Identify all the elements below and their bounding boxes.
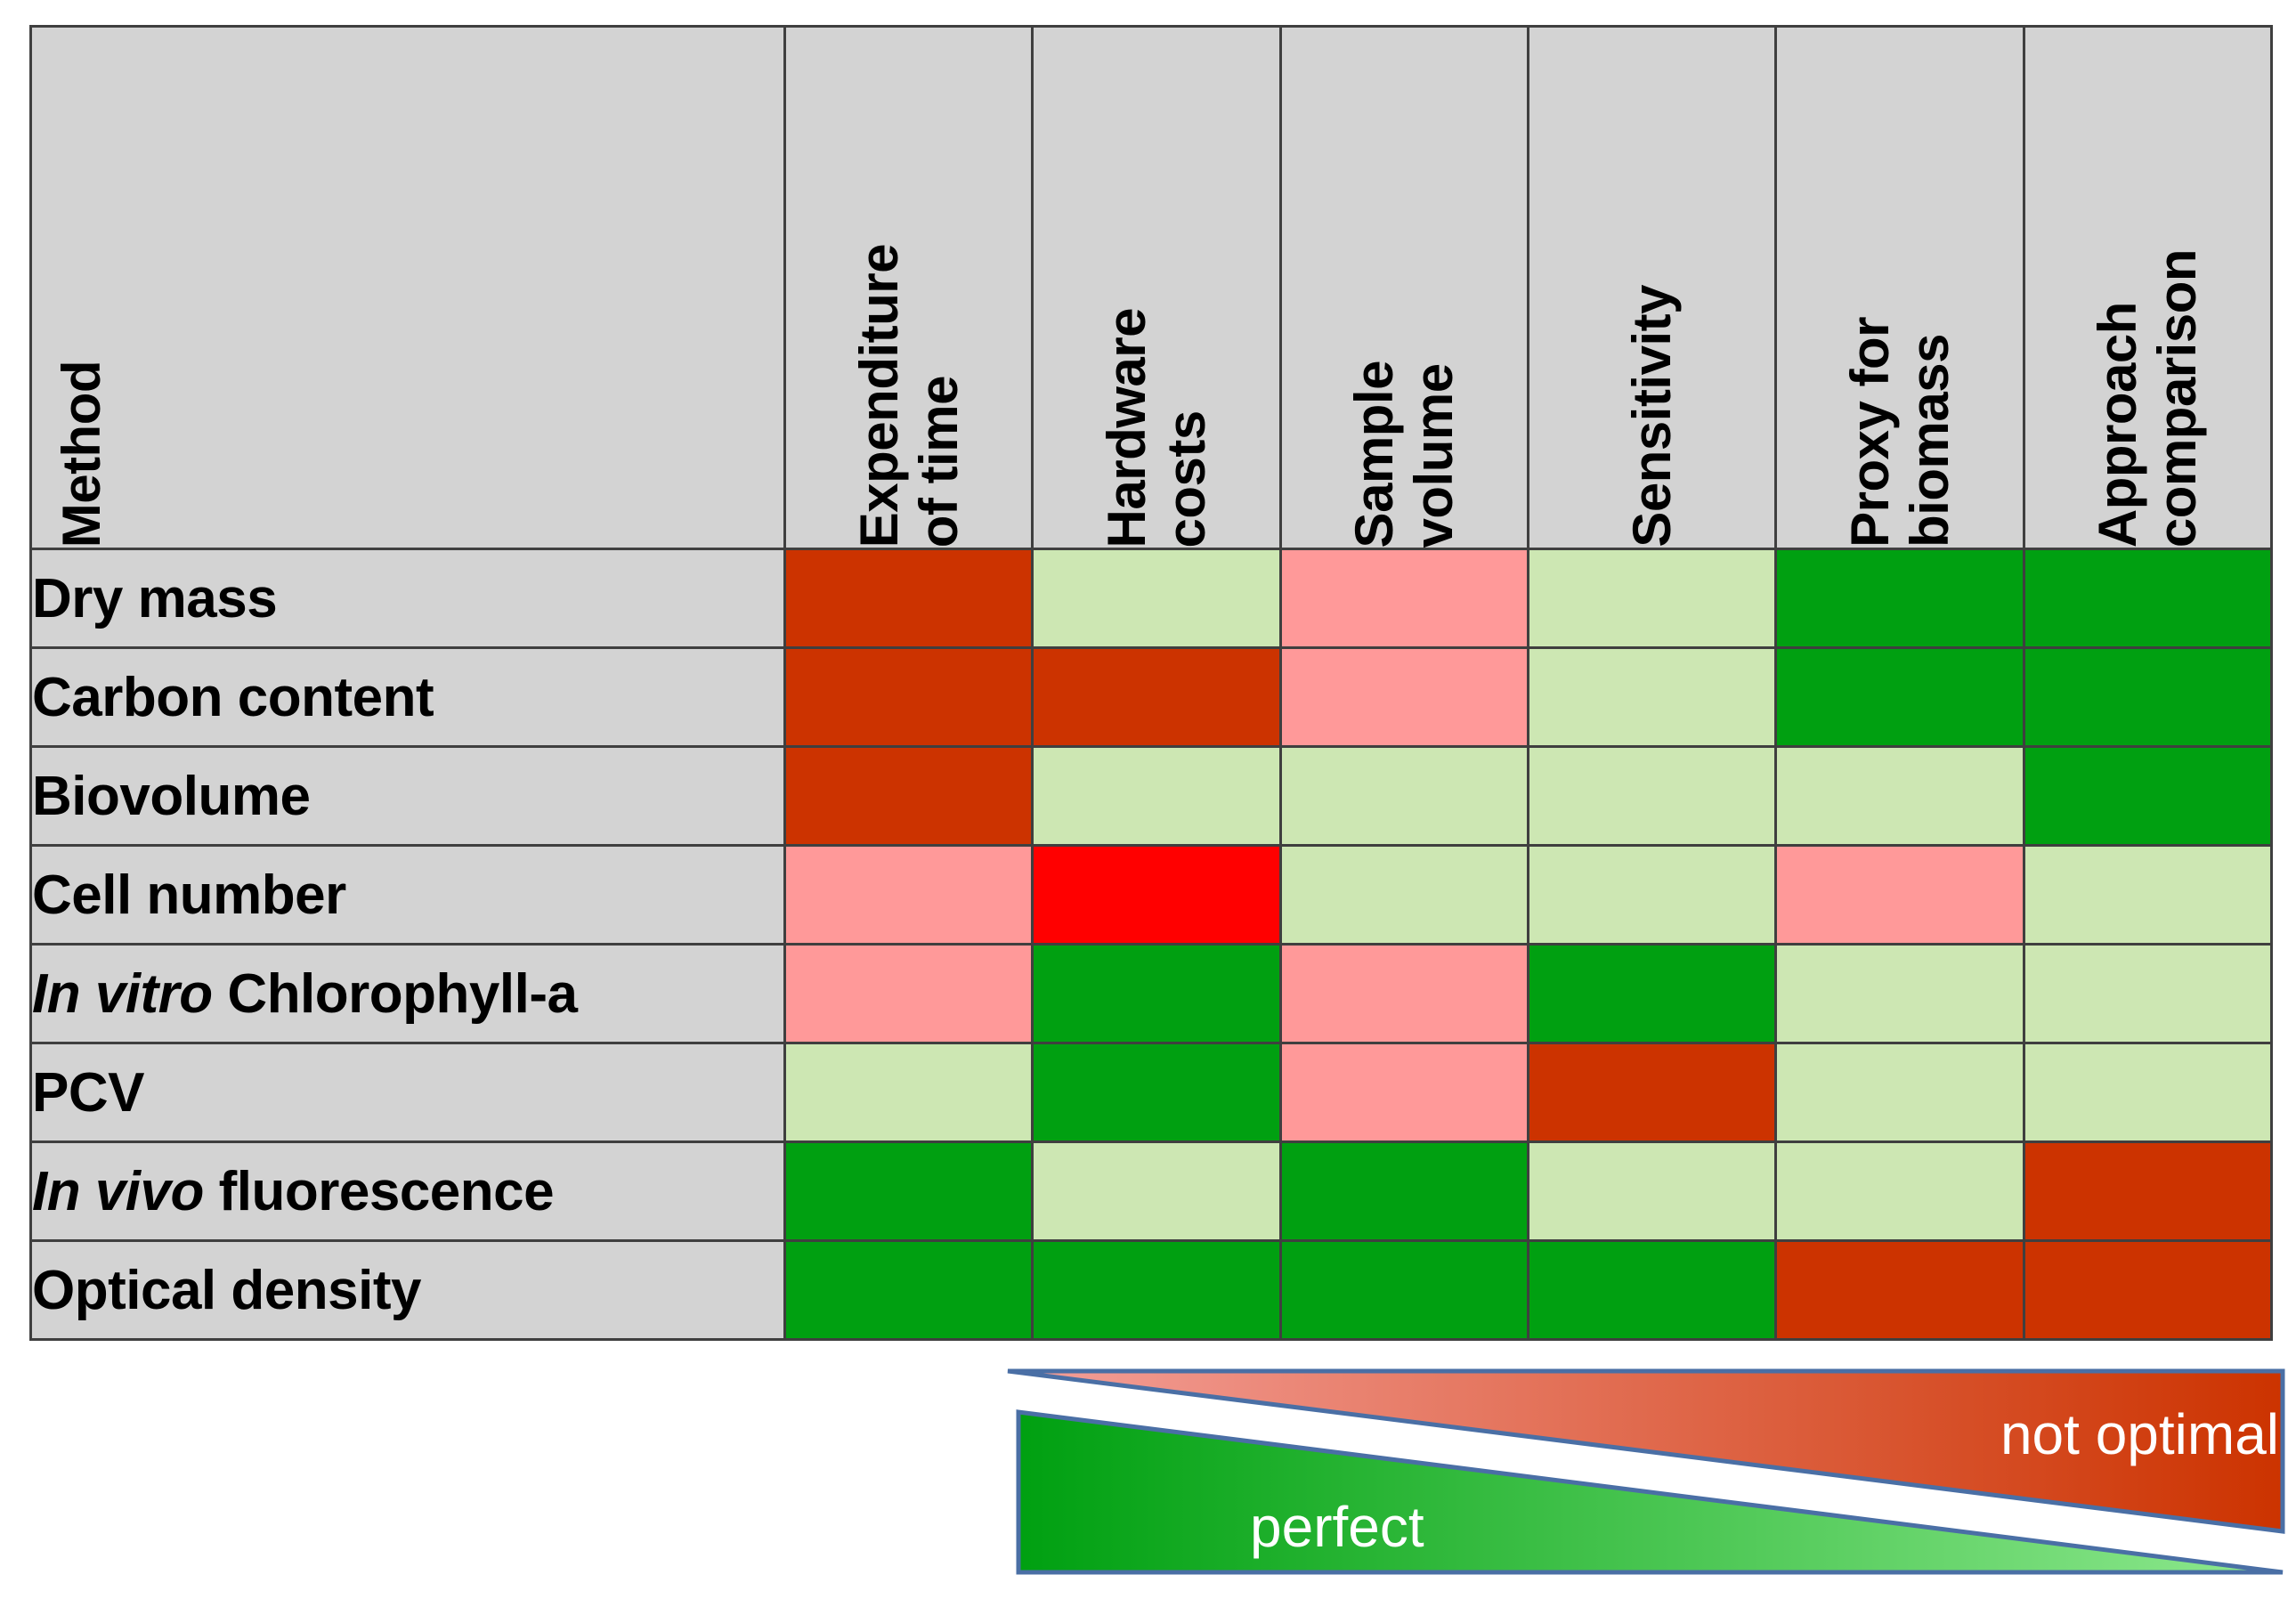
proxy-for-biomass-rotator: Proxy for biomass	[1777, 28, 2022, 548]
rating-cell-biovolume-expenditure-of-time	[783, 745, 1034, 847]
rating-cell-biovolume-hardware-costs	[1031, 745, 1282, 847]
rating-cell-cell-number-expenditure-of-time	[783, 844, 1034, 946]
rating-legend: not optimal perfect	[1004, 1360, 2286, 1583]
rating-cell-in-vitro-chlorophyll-a-sample-volume	[1278, 943, 1530, 1044]
method-comparison-table: Method Expenditure of time Hardware cost…	[28, 25, 2274, 1341]
rating-cell-pcv-expenditure-of-time	[783, 1042, 1034, 1143]
sample-volume-rotator: Sample volume	[1282, 28, 1527, 548]
column-header-approach-comparison-label: Approach comparison	[2088, 248, 2208, 548]
rating-cell-biovolume-proxy-for-biomass	[1774, 745, 2025, 847]
rating-cell-carbon-content-sample-volume	[1278, 646, 1530, 748]
row-label-italic-part: In vivo	[32, 1160, 204, 1222]
rating-cell-pcv-sample-volume	[1278, 1042, 1530, 1143]
hardware-costs-rotator: Hardware costs	[1034, 28, 1278, 548]
row-label-pcv: PCV	[28, 1042, 787, 1143]
rating-cell-in-vivo-fluorescence-expenditure-of-time	[783, 1140, 1034, 1242]
rating-cell-cell-number-approach-comparison	[2022, 844, 2274, 946]
table-row: Carbon content	[28, 646, 2274, 748]
row-label-cell-number: Cell number	[28, 844, 787, 946]
column-header-hardware-costs-label: Hardware costs	[1096, 307, 1217, 548]
column-header-sample-volume: Sample volume	[1278, 25, 1530, 550]
rating-cell-dry-mass-sample-volume	[1278, 548, 1530, 649]
rating-cell-dry-mass-expenditure-of-time	[783, 548, 1034, 649]
row-label-optical-density: Optical density	[28, 1239, 787, 1341]
column-header-sample-volume-label: Sample volume	[1344, 360, 1464, 548]
rating-cell-optical-density-expenditure-of-time	[783, 1239, 1034, 1341]
rating-cell-cell-number-proxy-for-biomass	[1774, 844, 2025, 946]
rating-cell-dry-mass-sensitivity	[1527, 548, 1778, 649]
rating-cell-carbon-content-expenditure-of-time	[783, 646, 1034, 748]
rating-cell-dry-mass-approach-comparison	[2022, 548, 2274, 649]
rating-cell-carbon-content-hardware-costs	[1031, 646, 1282, 748]
column-header-approach-comparison: Approach comparison	[2022, 25, 2274, 550]
column-header-proxy-for-biomass: Proxy for biomass	[1774, 25, 2025, 550]
rating-cell-optical-density-sensitivity	[1527, 1239, 1778, 1341]
rating-cell-carbon-content-approach-comparison	[2022, 646, 2274, 748]
rating-cell-pcv-sensitivity	[1527, 1042, 1778, 1143]
column-header-method-label: Method	[52, 360, 111, 548]
column-header-hardware-costs: Hardware costs	[1031, 25, 1282, 550]
rating-cell-optical-density-proxy-for-biomass	[1774, 1239, 2025, 1341]
legend-perfect-label: perfect	[1250, 1495, 1424, 1559]
method-header-rotator: Method	[32, 28, 783, 548]
rating-cell-in-vitro-chlorophyll-a-sensitivity	[1527, 943, 1778, 1044]
rating-cell-cell-number-hardware-costs	[1031, 844, 1282, 946]
column-header-expenditure-of-time: Expenditure of time	[783, 25, 1034, 550]
column-header-sensitivity-label: Sensitivity	[1622, 285, 1683, 548]
rating-cell-in-vivo-fluorescence-hardware-costs	[1031, 1140, 1282, 1242]
table-row: Optical density	[28, 1239, 2274, 1341]
legend-gradient-triangles	[1007, 1368, 2285, 1575]
rating-cell-in-vitro-chlorophyll-a-hardware-costs	[1031, 943, 1282, 1044]
row-label-in-vitro-chlorophyll-a: In vitro Chlorophyll-a	[28, 943, 787, 1044]
column-header-expenditure-of-time-label: Expenditure of time	[848, 243, 969, 548]
column-header-sensitivity: Sensitivity	[1527, 25, 1778, 550]
column-header-proxy-for-biomass-label: Proxy for biomass	[1839, 317, 1959, 548]
row-label-in-vivo-fluorescence: In vivo fluorescence	[28, 1140, 787, 1242]
table-row: Dry mass	[28, 548, 2274, 649]
legend-not-optimal-label: not optimal	[2000, 1402, 2279, 1466]
rating-cell-pcv-approach-comparison	[2022, 1042, 2274, 1143]
rating-cell-carbon-content-proxy-for-biomass	[1774, 646, 2025, 748]
rating-cell-biovolume-sample-volume	[1278, 745, 1530, 847]
legend-perfect-triangle	[1016, 1409, 2284, 1575]
rating-cell-in-vivo-fluorescence-sample-volume	[1278, 1140, 1530, 1242]
rating-cell-in-vivo-fluorescence-approach-comparison	[2022, 1140, 2274, 1242]
header-row: Method Expenditure of time Hardware cost…	[28, 25, 2274, 550]
table-row: In vitro Chlorophyll-a	[28, 943, 2274, 1044]
row-label-carbon-content: Carbon content	[28, 646, 787, 748]
rating-cell-in-vivo-fluorescence-proxy-for-biomass	[1774, 1140, 2025, 1242]
row-label-italic-part: In vitro	[32, 962, 213, 1025]
rating-cell-pcv-proxy-for-biomass	[1774, 1042, 2025, 1143]
legend-not-optimal-triangle	[1007, 1368, 2285, 1534]
rating-cell-in-vivo-fluorescence-sensitivity	[1527, 1140, 1778, 1242]
table-row: Biovolume	[28, 745, 2274, 847]
rating-cell-carbon-content-sensitivity	[1527, 646, 1778, 748]
table-row: PCV	[28, 1042, 2274, 1143]
rating-cell-cell-number-sensitivity	[1527, 844, 1778, 946]
rating-cell-optical-density-sample-volume	[1278, 1239, 1530, 1341]
rating-cell-optical-density-hardware-costs	[1031, 1239, 1282, 1341]
table-row: Cell number	[28, 844, 2274, 946]
row-label-dry-mass: Dry mass	[28, 548, 787, 649]
rating-cell-dry-mass-hardware-costs	[1031, 548, 1282, 649]
column-header-method: Method	[28, 25, 787, 550]
rating-cell-biovolume-approach-comparison	[2022, 745, 2274, 847]
rating-cell-dry-mass-proxy-for-biomass	[1774, 548, 2025, 649]
rating-cell-pcv-hardware-costs	[1031, 1042, 1282, 1143]
row-label-plain-part: Chlorophyll-a	[212, 962, 578, 1025]
table-header: Method Expenditure of time Hardware cost…	[28, 25, 2274, 550]
table-row: In vivo fluorescence	[28, 1140, 2274, 1242]
rating-cell-optical-density-approach-comparison	[2022, 1239, 2274, 1341]
row-label-plain-part: fluorescence	[203, 1160, 555, 1222]
row-label-biovolume: Biovolume	[28, 745, 787, 847]
approach-comparison-rotator: Approach comparison	[2025, 28, 2270, 548]
rating-cell-in-vitro-chlorophyll-a-proxy-for-biomass	[1774, 943, 2025, 1044]
rating-cell-cell-number-sample-volume	[1278, 844, 1530, 946]
expenditure-of-time-rotator: Expenditure of time	[786, 28, 1031, 548]
rating-cell-in-vitro-chlorophyll-a-approach-comparison	[2022, 943, 2274, 1044]
rating-cell-in-vitro-chlorophyll-a-expenditure-of-time	[783, 943, 1034, 1044]
rating-cell-biovolume-sensitivity	[1527, 745, 1778, 847]
sensitivity-rotator: Sensitivity	[1529, 28, 1774, 548]
